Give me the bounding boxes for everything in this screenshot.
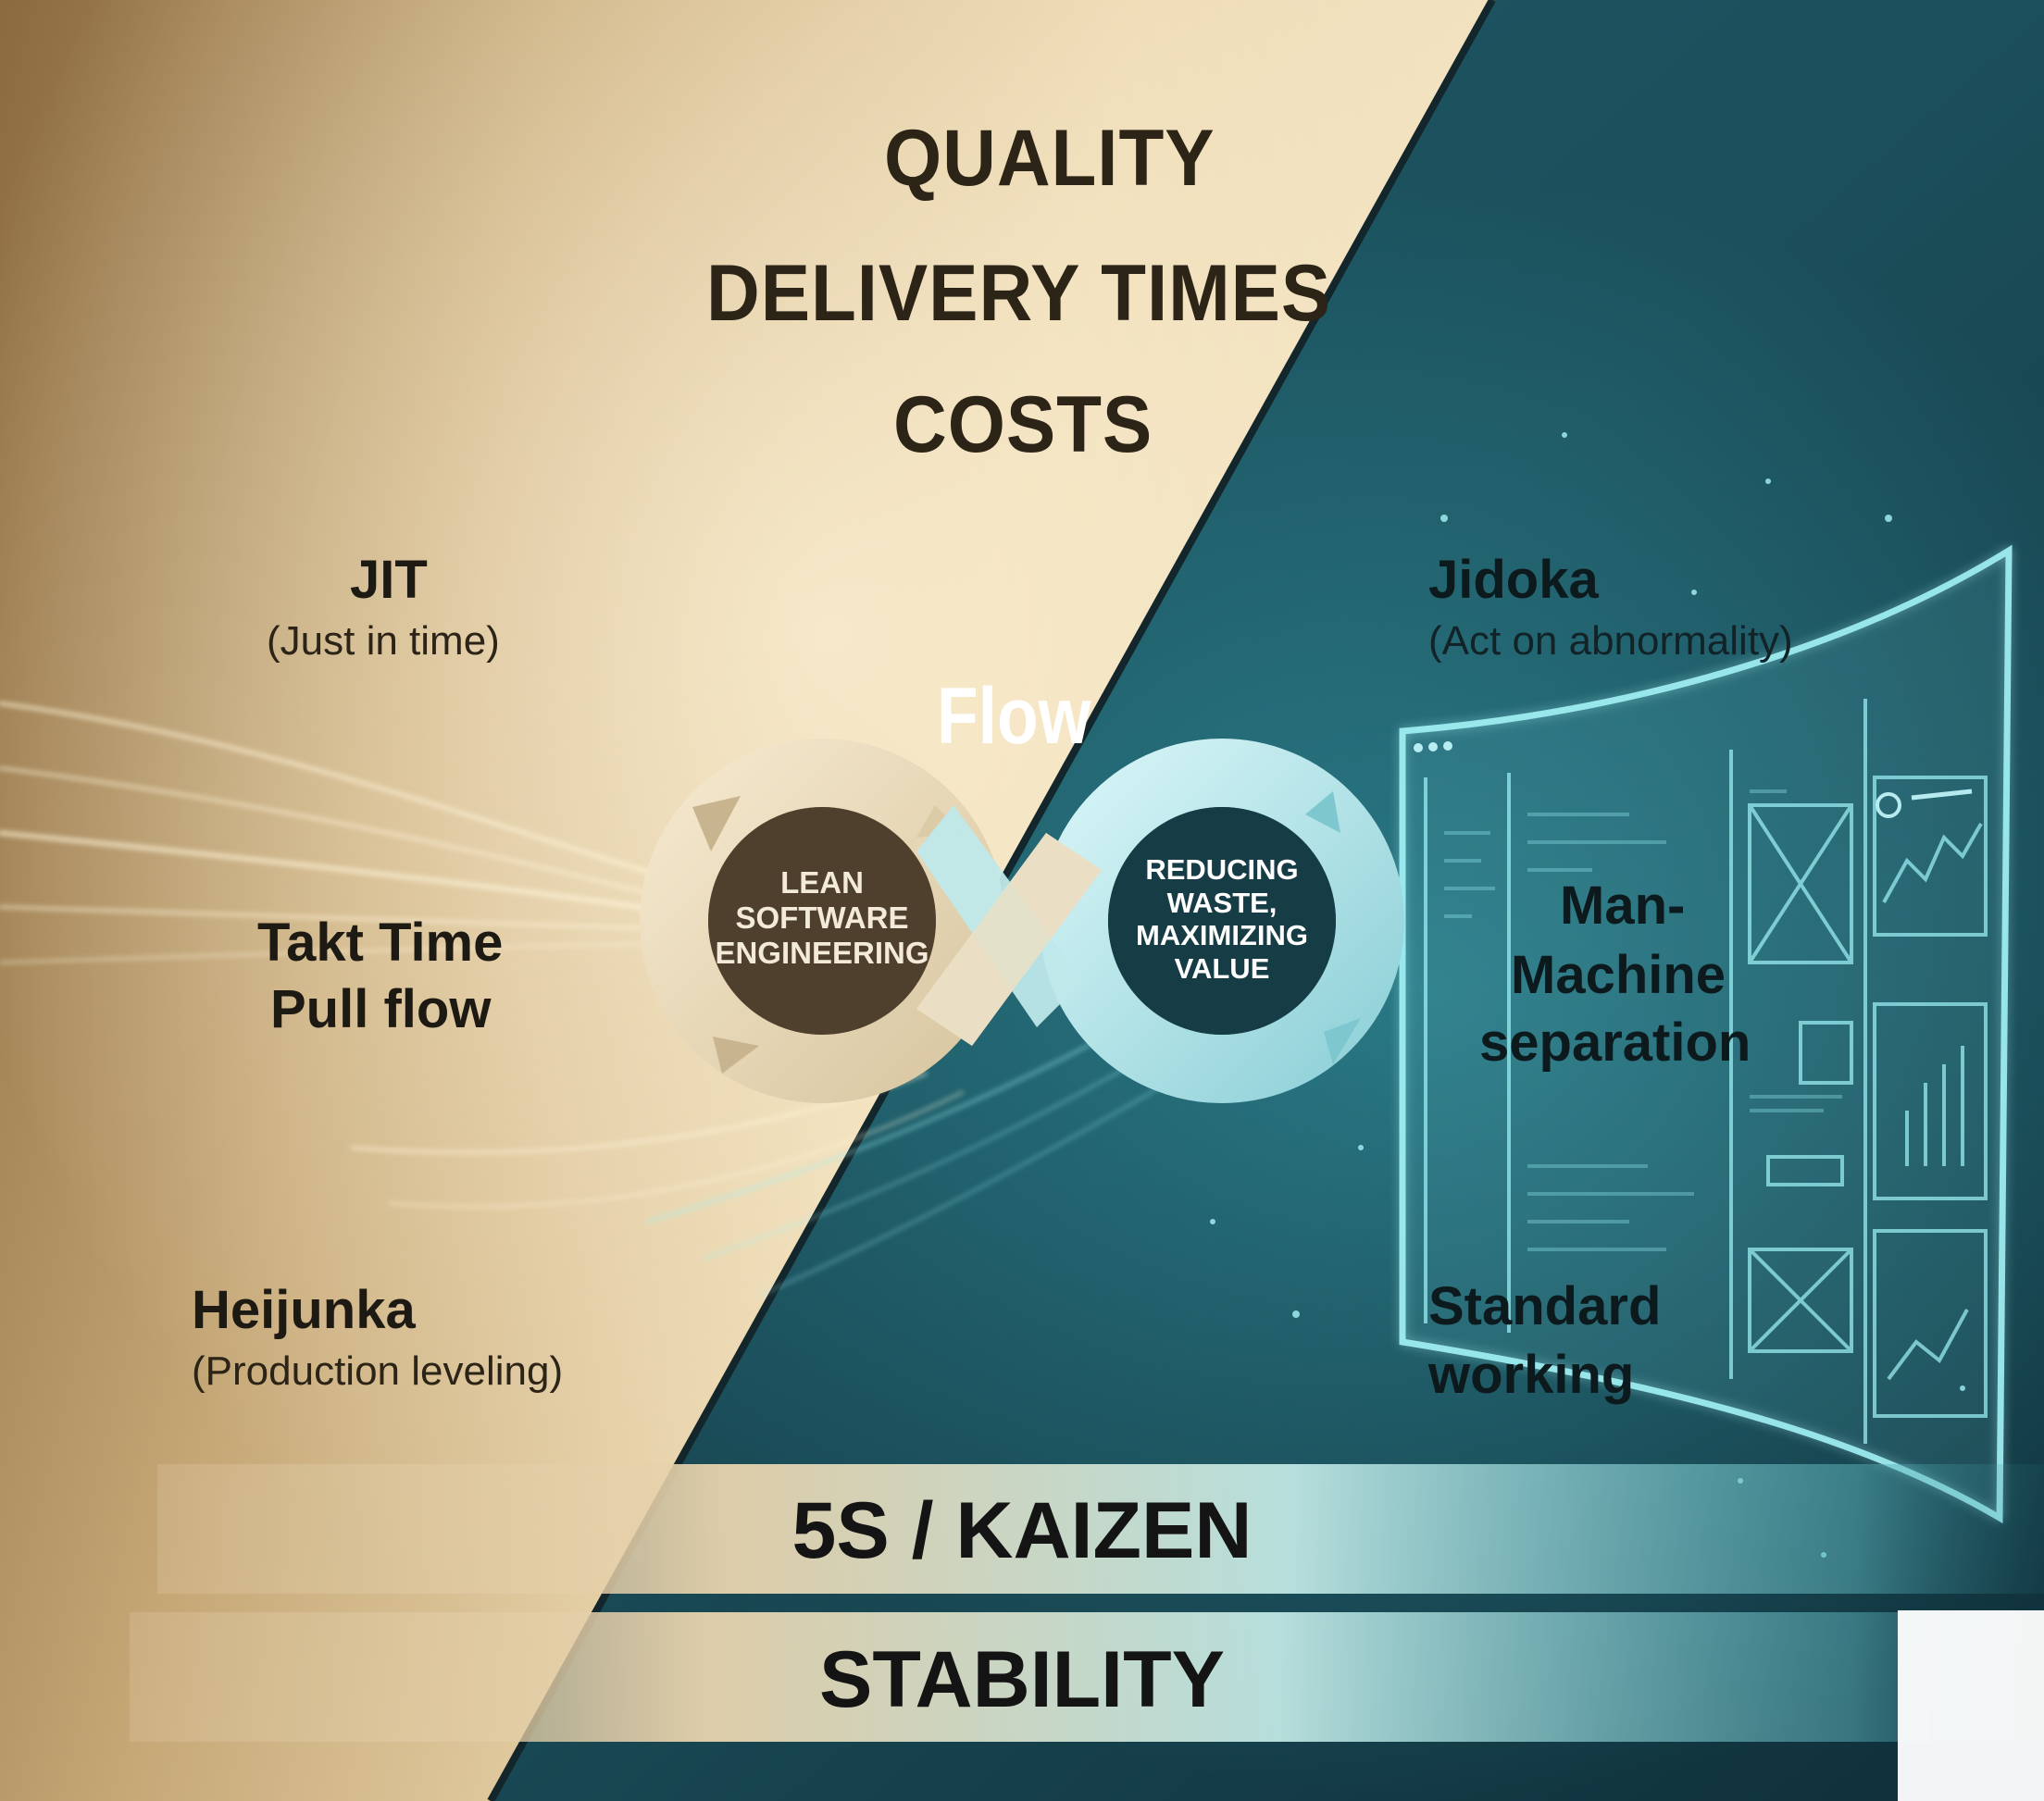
flow-label: Flow	[937, 672, 1091, 761]
pillar-heijunka-title: Heijunka	[192, 1280, 416, 1340]
right-loop-line: WASTE,	[1166, 886, 1278, 919]
stability-band	[130, 1612, 2044, 1742]
pillar-heijunka-subtitle: (Production leveling)	[192, 1348, 564, 1394]
pillar-man-machine-line3: separation	[1479, 1012, 1751, 1073]
pillar-takt-subtitle: Pull flow	[270, 979, 492, 1039]
pillar-standard-subtitle: working	[1428, 1345, 1635, 1405]
pillar-jidoka-subtitle: (Act on abnormality)	[1428, 618, 1793, 664]
right-loop-line: REDUCING	[1145, 853, 1299, 886]
right-loop-line: VALUE	[1174, 951, 1270, 985]
infinity-loop	[640, 739, 1404, 1103]
right-loop-label: REDUCING WASTE, MAXIMIZING VALUE	[1111, 853, 1333, 986]
goal-delivery-times: DELIVERY TIMES	[706, 249, 1332, 338]
left-loop-line: SOFTWARE	[735, 900, 909, 935]
goal-quality: QUALITY	[884, 114, 1215, 203]
pillar-takt-title: Takt Time	[257, 913, 504, 973]
band-kaizen-label: 5S / KAIZEN	[791, 1486, 1253, 1575]
band-stability-label: STABILITY	[819, 1635, 1225, 1724]
pillar-jit-subtitle: (Just in time)	[267, 618, 500, 664]
left-loop-label: LEAN SOFTWARE ENGINEERING	[713, 865, 931, 971]
pillar-man-machine-line1: Man-	[1560, 876, 1686, 936]
right-loop-ring	[1040, 739, 1404, 1103]
pillar-man-machine-line2: Machine	[1511, 945, 1726, 1005]
right-loop-line: MAXIMIZING	[1136, 919, 1308, 952]
kaizen-band	[157, 1464, 2044, 1594]
left-loop-line: ENGINEERING	[715, 935, 929, 970]
left-loop-line: LEAN	[780, 865, 864, 900]
pillar-standard-title: Standard	[1428, 1276, 1662, 1336]
goal-costs: COSTS	[893, 380, 1153, 469]
holographic-screen	[1399, 544, 2013, 1524]
pillar-jit-title: JIT	[350, 550, 428, 610]
pillar-jidoka-title: Jidoka	[1428, 550, 1599, 610]
